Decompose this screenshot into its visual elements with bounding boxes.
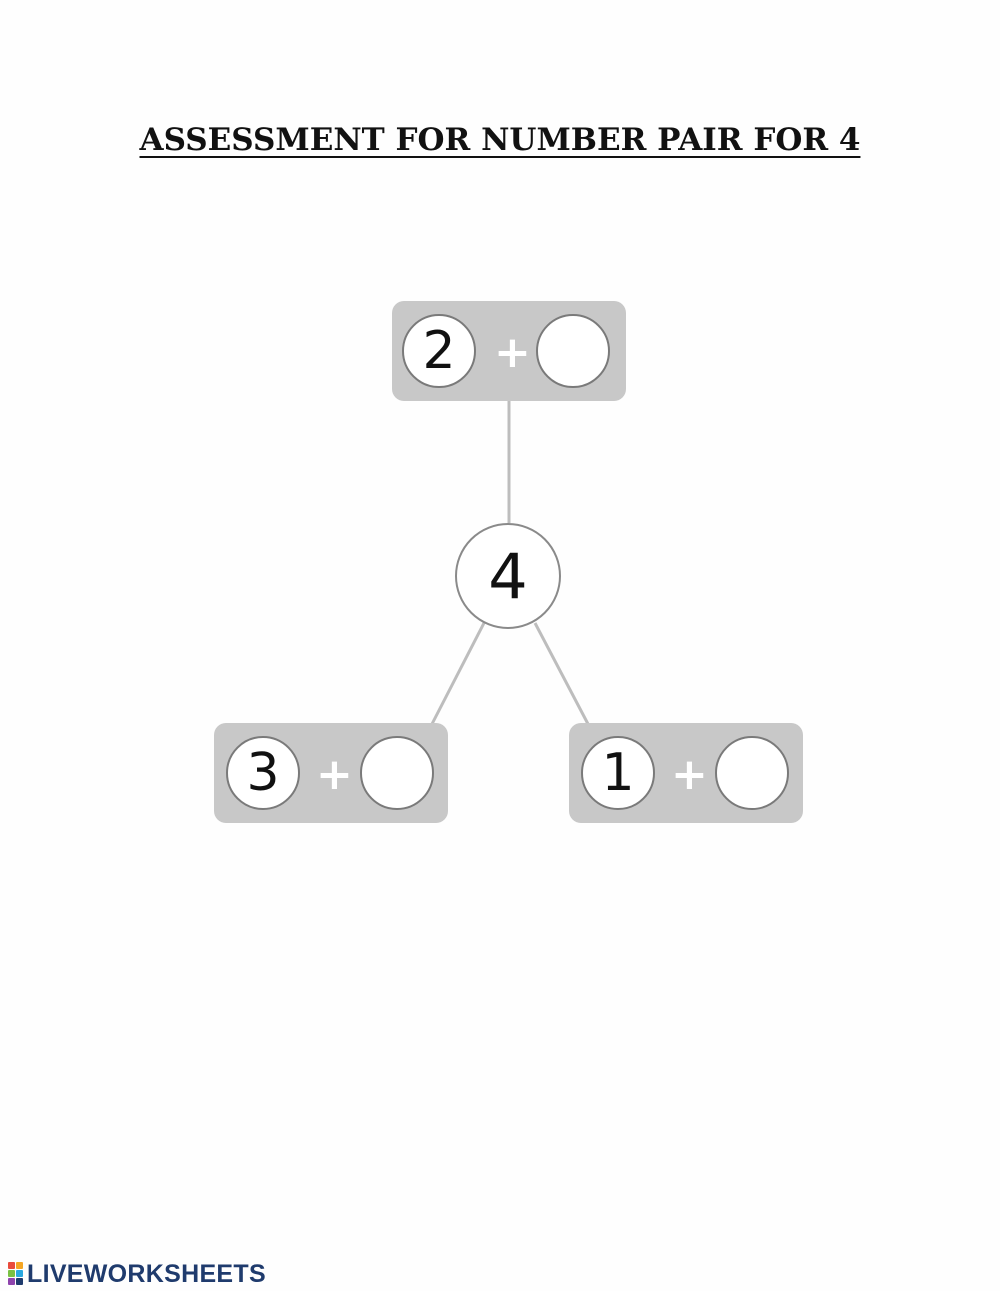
liveworksheets-logo: LIVEWORKSHEETS bbox=[8, 1259, 266, 1289]
worksheet-title: ASSESSMENT FOR NUMBER PAIR FOR 4 bbox=[139, 122, 861, 158]
plus-sign: + bbox=[316, 749, 353, 800]
whole-number-circle: 4 bbox=[455, 523, 561, 629]
known-number-circle: 1 bbox=[581, 736, 655, 810]
plus-sign: + bbox=[671, 749, 708, 800]
known-number-circle: 3 bbox=[226, 736, 300, 810]
connector-left bbox=[430, 622, 486, 725]
logo-blocks-icon bbox=[8, 1262, 24, 1286]
number-pair-right: 1 + bbox=[569, 723, 803, 823]
connector-right bbox=[533, 622, 590, 725]
answer-input-circle[interactable] bbox=[536, 314, 610, 388]
plus-sign: + bbox=[494, 327, 531, 378]
number-pair-top: 2 + bbox=[392, 301, 626, 401]
number-pair-left: 3 + bbox=[214, 723, 448, 823]
answer-input-circle[interactable] bbox=[715, 736, 789, 810]
answer-input-circle[interactable] bbox=[360, 736, 434, 810]
logo-text: LIVEWORKSHEETS bbox=[27, 1259, 266, 1288]
known-number-circle: 2 bbox=[402, 314, 476, 388]
